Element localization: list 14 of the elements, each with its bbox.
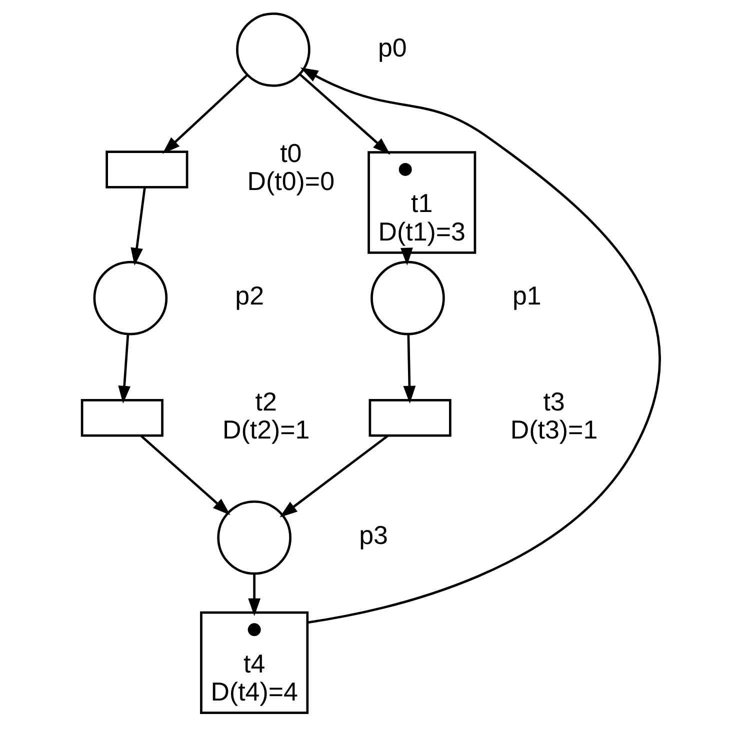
node-label: D(t4)=4 <box>210 678 298 706</box>
node-label: D(t1)=3 <box>378 218 466 246</box>
node-label: p2 <box>235 282 264 310</box>
node-label: p1 <box>512 282 542 310</box>
node-label: D(t2)=1 <box>222 416 310 444</box>
node-label: D(t0)=0 <box>247 168 335 196</box>
node-label: D(t3)=1 <box>510 416 598 444</box>
node-label: t4 <box>244 650 266 678</box>
node-label: t3 <box>543 388 565 416</box>
node-label: p0 <box>378 34 407 62</box>
node-label: t1 <box>411 190 433 218</box>
node-label: t2 <box>255 388 277 416</box>
node-label: p3 <box>359 522 388 550</box>
node-label: t0 <box>280 139 302 168</box>
